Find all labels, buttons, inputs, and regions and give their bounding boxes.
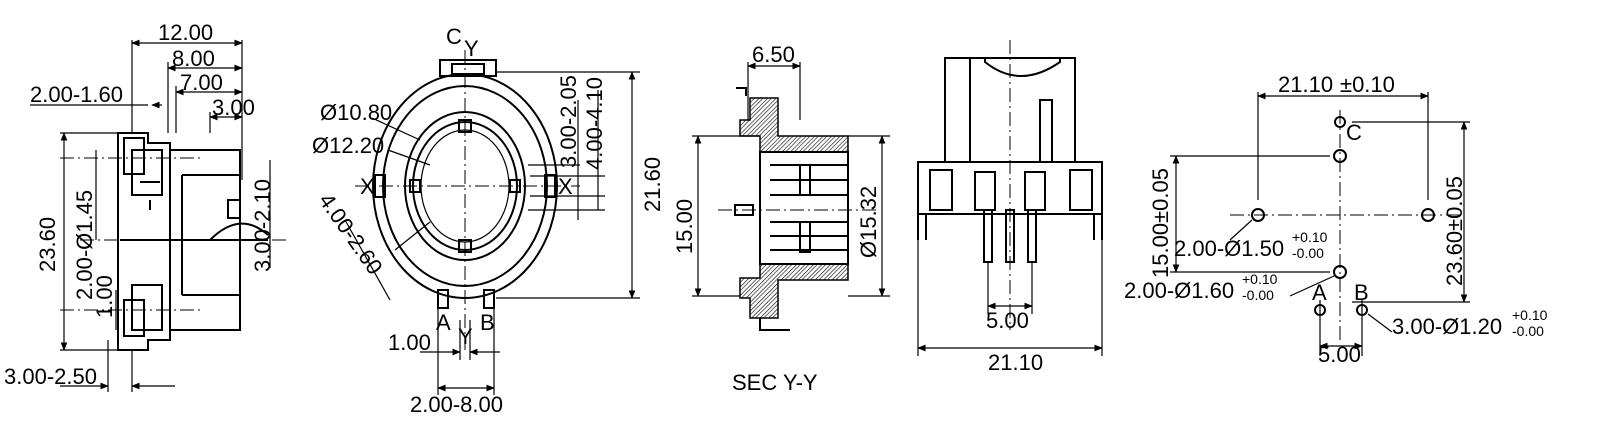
section-body: [759, 151, 849, 265]
pcb-hole-b-sub: -0.00: [1242, 287, 1274, 303]
top-dim-2160: 21.60: [640, 157, 665, 212]
hole-c-top: [1334, 116, 1346, 128]
hole-mount-left: [1251, 208, 1265, 222]
pcb-dim-2360-tol: 23.60±0.05: [1442, 176, 1467, 286]
pcb-label-b: B: [1354, 280, 1369, 305]
side-dim-2-160: 2.00-1.60: [30, 82, 123, 107]
top-label-b: B: [480, 310, 495, 335]
side-dim-2-145: 2.00-Ø1.45: [72, 190, 97, 300]
pcb-dim-1500-tol: 15.00±0.05: [1148, 168, 1173, 278]
top-label-x-right: X: [558, 174, 573, 199]
pcb-hole-b-main: 2.00-Ø1.60: [1124, 278, 1234, 303]
top-dia-1220: Ø12.20: [312, 133, 384, 158]
pcb-layout-view: 21.10 ±0.10 C 15.00±0.05 23.60±0.05 2.00…: [1124, 72, 1548, 367]
side-view: 12.00 8.00 7.00 3.00 2.00-1.60 3.00-2.10…: [4, 20, 290, 392]
top-dia-1080: Ø10.80: [320, 100, 392, 125]
section-dia-1532: Ø15.32: [856, 186, 881, 258]
side-dim-3-210: 3.00-2.10: [250, 179, 275, 272]
pcb-hole-c-sup: +0.10: [1512, 307, 1548, 323]
top-dim-100: 1.00: [388, 330, 431, 355]
top-label-y-top: Y: [464, 36, 479, 61]
side-dim-8: 8.00: [172, 46, 215, 71]
front-dim-2110: 21.10: [988, 350, 1043, 375]
section-dim-1500: 15.00: [672, 199, 697, 254]
top-tab: [439, 59, 497, 77]
top-label-a: A: [436, 310, 451, 335]
top-dim-2-800: 2.00-8.00: [410, 392, 503, 417]
pcb-hole-a-sub: -0.00: [1292, 245, 1324, 261]
front-view: 5.00 21.10: [917, 40, 1103, 375]
top-dim-3-205: 3.00-2.05: [556, 75, 581, 168]
pcb-label-c: C: [1346, 120, 1362, 145]
pcb-dim-500: 5.00: [1318, 342, 1361, 367]
section-view: 6.50 15.00 Ø15.32 SEC Y-Y: [672, 42, 890, 395]
top-label-y-bottom: Y: [458, 324, 473, 349]
side-dim-7: 7.00: [180, 70, 223, 95]
pcb-dim-2110-tol: ±0.10: [1340, 72, 1395, 97]
section-dim-650: 6.50: [752, 42, 795, 67]
hole-mount-right: [1421, 208, 1435, 222]
side-dim-3-250: 3.00-2.50: [4, 364, 97, 389]
hole-mid-bottom: [1333, 265, 1347, 279]
pcb-hole-a-main: 2.00-Ø1.50: [1174, 236, 1284, 261]
section-caption: SEC Y-Y: [732, 370, 818, 395]
section-top-hatch: [739, 97, 849, 153]
top-label-x-left: X: [360, 174, 375, 199]
hole-c-mid: [1333, 149, 1347, 163]
side-dim-100: 1.00: [92, 275, 117, 318]
pcb-hole-b-sup: +0.10: [1242, 271, 1278, 287]
pcb-dim-2110: 21.10: [1278, 72, 1333, 97]
pcb-hole-a-sup: +0.10: [1292, 229, 1328, 245]
top-dim-4-410: 4.00-4.10: [582, 77, 607, 170]
side-dim-2360: 23.60: [35, 217, 60, 272]
side-pin-bottom: [123, 299, 145, 337]
pcb-hole-c-sub: -0.00: [1512, 323, 1544, 339]
side-body-outline: [117, 132, 241, 351]
pcb-label-a: A: [1312, 280, 1327, 305]
front-pin-1: [983, 209, 993, 263]
side-pin-top: [123, 137, 145, 175]
pin-b: [483, 289, 495, 309]
section-bottom-hatch: [739, 263, 849, 319]
pin-a: [437, 289, 449, 309]
pcb-hole-c-main: 3.00-Ø1.20: [1392, 314, 1502, 339]
front-dim-500: 5.00: [986, 308, 1029, 333]
top-view: C Y Y X X A B Ø10.80 Ø12.20 4.00-2.60 3.…: [312, 24, 665, 417]
top-label-c: C: [446, 24, 462, 49]
side-dim-3: 3.00: [212, 95, 255, 120]
front-pin-3: [1027, 209, 1037, 263]
top-dim-4-260: 4.00-2.60: [314, 189, 388, 279]
side-dim-12: 12.00: [158, 20, 213, 45]
